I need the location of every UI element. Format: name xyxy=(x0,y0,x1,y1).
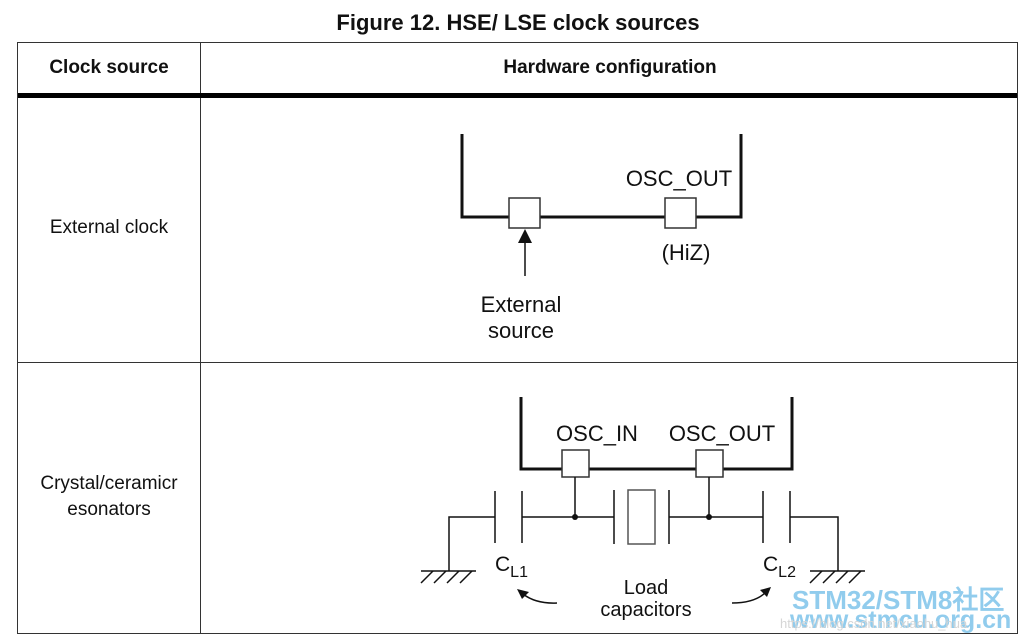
load-capacitors-label-line2: capacitors xyxy=(600,599,691,621)
osc-in-pin xyxy=(561,449,590,478)
row-crystal-label-line1: Crystal/ceramicr xyxy=(40,473,178,494)
header-clock-source: Clock source xyxy=(49,57,169,78)
crystal-icon xyxy=(627,489,656,545)
osc-out-pin xyxy=(664,197,697,229)
arrow-head-icon xyxy=(518,229,532,243)
curved-arrow-icon xyxy=(731,592,766,604)
cl1-ground-wire xyxy=(448,516,495,571)
external-source-label-line1: External xyxy=(481,292,562,317)
row-divider xyxy=(18,362,1017,363)
osc-in-label: OSC_IN xyxy=(556,421,638,446)
column-divider xyxy=(200,43,201,633)
hiz-label: (HiZ) xyxy=(662,240,711,265)
arrow-head-icon xyxy=(517,589,529,599)
chip-outline xyxy=(519,397,794,471)
external-source-label-line2: source xyxy=(488,318,554,343)
watermark-line1: STM32/STM8社区 xyxy=(792,585,1005,615)
cl1-label: CL1 xyxy=(495,553,528,581)
row-external-clock-label: External clock xyxy=(49,217,169,238)
crystal-diagram: OSC_IN OSC_OUT xyxy=(420,397,865,621)
arrow-head-icon xyxy=(760,587,771,597)
row-crystal-label-line2: esonators xyxy=(67,499,151,520)
watermark-url: https://blog.csdn.net/xiaohu_hua xyxy=(780,616,968,631)
figure-title: Figure 12. HSE/ LSE clock sources xyxy=(336,10,700,35)
clock-sources-table: Clock source Hardware configuration Exte… xyxy=(17,42,1018,634)
osc-out-label: OSC_OUT xyxy=(669,421,775,446)
osc-out-label: OSC_OUT xyxy=(626,166,732,191)
osc-out-pin xyxy=(695,449,724,478)
row-crystal-label: Crystal/ceramicr esonators xyxy=(18,471,200,523)
chip-outline xyxy=(460,134,743,219)
cl2-label: CL2 xyxy=(763,553,796,581)
ground-icon xyxy=(420,570,476,584)
osc-in-pin xyxy=(508,197,541,229)
cl2-ground-wire xyxy=(790,516,839,571)
external-clock-diagram: OSC_OUT (HiZ) External source xyxy=(460,134,743,343)
watermark-line2: www.stmcu.org.cn xyxy=(790,606,1012,634)
header-divider xyxy=(18,93,1017,98)
curved-arrow-icon xyxy=(522,593,558,604)
header-hardware-configuration: Hardware configuration xyxy=(503,57,717,78)
ground-icon xyxy=(809,570,865,584)
load-capacitors-label-line1: Load xyxy=(624,577,669,599)
